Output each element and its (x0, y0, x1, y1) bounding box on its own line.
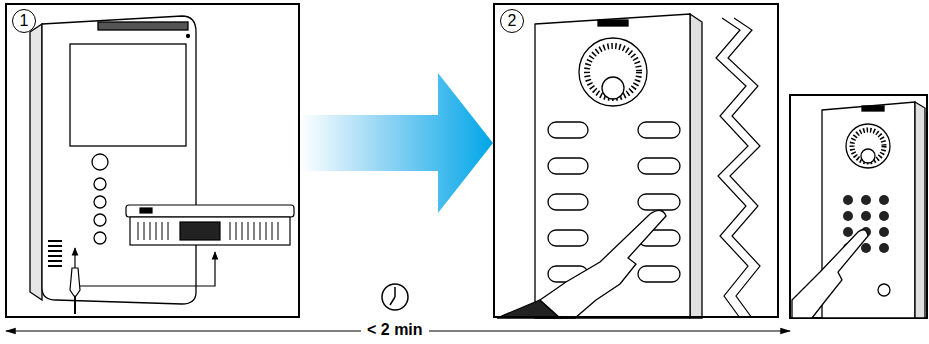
panel-side (690, 14, 702, 318)
hand (497, 210, 666, 318)
camera-module (846, 124, 890, 168)
unit-base (130, 217, 290, 245)
monitor-button (94, 232, 106, 244)
callout-number: 1 (12, 9, 36, 33)
monitor-grille (98, 22, 188, 30)
speaker-grille (48, 240, 62, 267)
panel-front (535, 14, 690, 318)
keypad-button (878, 284, 890, 296)
tool (70, 248, 215, 314)
monitor-button (94, 196, 106, 208)
step-panel: 1 (5, 3, 300, 318)
clock-face (382, 284, 408, 310)
clock-icon (382, 284, 408, 310)
sequence-arrow (300, 73, 493, 213)
callout-number: 2 (500, 9, 524, 33)
inset-frame (790, 95, 927, 318)
monitor-body (42, 16, 196, 304)
dimension-label: < 2 min (361, 321, 429, 339)
step-panel: 2 (493, 3, 779, 318)
monitor (30, 16, 196, 304)
panel-plate (862, 106, 884, 111)
camera-module (579, 38, 647, 106)
monitor-screen (70, 44, 186, 146)
speaker-grille (852, 130, 884, 162)
tool-shaft (74, 296, 76, 314)
keypad-inset (790, 95, 927, 318)
unit-label (140, 208, 152, 213)
camera-lens (861, 149, 875, 163)
monitor-side (30, 24, 42, 300)
leader-line (75, 252, 215, 286)
mounting-unit (126, 205, 294, 245)
tool-handle (70, 268, 80, 296)
clock-hand (394, 287, 396, 297)
monitor-button (94, 178, 106, 190)
monitor-button (92, 154, 108, 170)
keypad-panel-side (915, 102, 925, 318)
wall-section (716, 18, 748, 318)
unit-vents (138, 222, 278, 240)
monitor-led (187, 35, 190, 38)
panel-plate (598, 20, 628, 26)
unit-dip-switch (180, 222, 220, 240)
wall-section (728, 18, 760, 318)
camera-lens (602, 77, 624, 99)
door-panel (535, 14, 702, 318)
unit-top (126, 205, 294, 217)
leader-line (74, 248, 75, 268)
clock-hand (390, 297, 395, 305)
finger (792, 230, 868, 318)
finger (540, 210, 666, 318)
monitor-button (94, 214, 106, 226)
speaker-grille (587, 46, 639, 98)
